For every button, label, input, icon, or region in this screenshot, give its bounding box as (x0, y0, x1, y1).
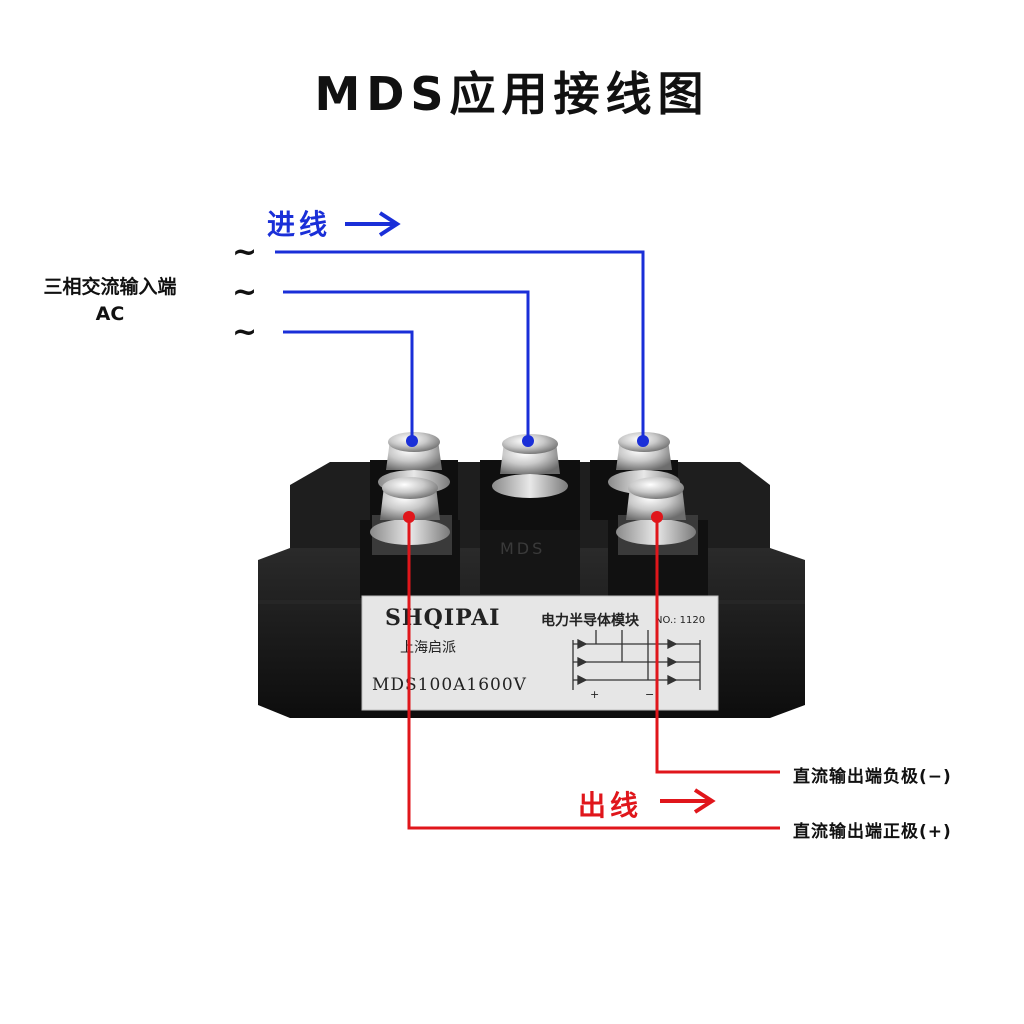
output-dot-positive (403, 511, 415, 523)
rectifier-module: SHQIPAI 电力半导体模块 NO.: 1120 上海启派 MDS100A16… (258, 460, 805, 718)
diagram-title: MDS应用接线图 (314, 67, 710, 121)
output-arrow-icon (660, 788, 716, 814)
mold-mark: MDS (500, 539, 545, 558)
module-maker: 上海启派 (400, 640, 456, 656)
input-wire-1 (275, 250, 645, 441)
module-model: MDS100A1600V (372, 675, 527, 695)
terminal-dc-positive (370, 477, 452, 555)
module-no-text: NO.: 1120 (655, 615, 705, 626)
input-dot-1 (406, 435, 418, 447)
dc-positive-label: 直流输出端正极(+) (793, 822, 952, 842)
output-wire-negative (655, 517, 780, 774)
output-label-text: 出线 (578, 789, 643, 822)
output-line-label: 出线 (578, 784, 642, 824)
input-arrow-icon (345, 211, 401, 237)
input-dot-3 (637, 435, 649, 447)
input-line-label: 进线 (267, 203, 331, 243)
ac-input-label-line1: 三相交流输入端 (43, 276, 177, 298)
output-dot-negative (651, 511, 663, 523)
phase-symbol-1: ~ (232, 235, 258, 270)
input-wire-2 (283, 290, 530, 441)
module-brand: SHQIPAI (385, 605, 500, 631)
terminal-ac-2 (492, 434, 568, 498)
phase-symbol-2: ~ (232, 275, 258, 310)
ac-input-label: 三相交流输入端 AC (22, 274, 198, 328)
input-dot-2 (522, 435, 534, 447)
diode-schematic (572, 630, 701, 690)
input-wires (275, 250, 645, 441)
output-wire-positive (407, 517, 780, 830)
output-wires (407, 517, 780, 830)
plus-mark: + (590, 688, 599, 701)
module-type-text: 电力半导体模块 (541, 612, 640, 629)
phase-symbol-3: ~ (232, 315, 258, 350)
minus-mark: − (645, 688, 654, 701)
input-label-text: 进线 (267, 208, 332, 241)
input-wire-3 (283, 330, 414, 441)
ac-input-label-line2: AC (95, 303, 125, 325)
dc-negative-label: 直流输出端负极(−) (793, 767, 952, 787)
